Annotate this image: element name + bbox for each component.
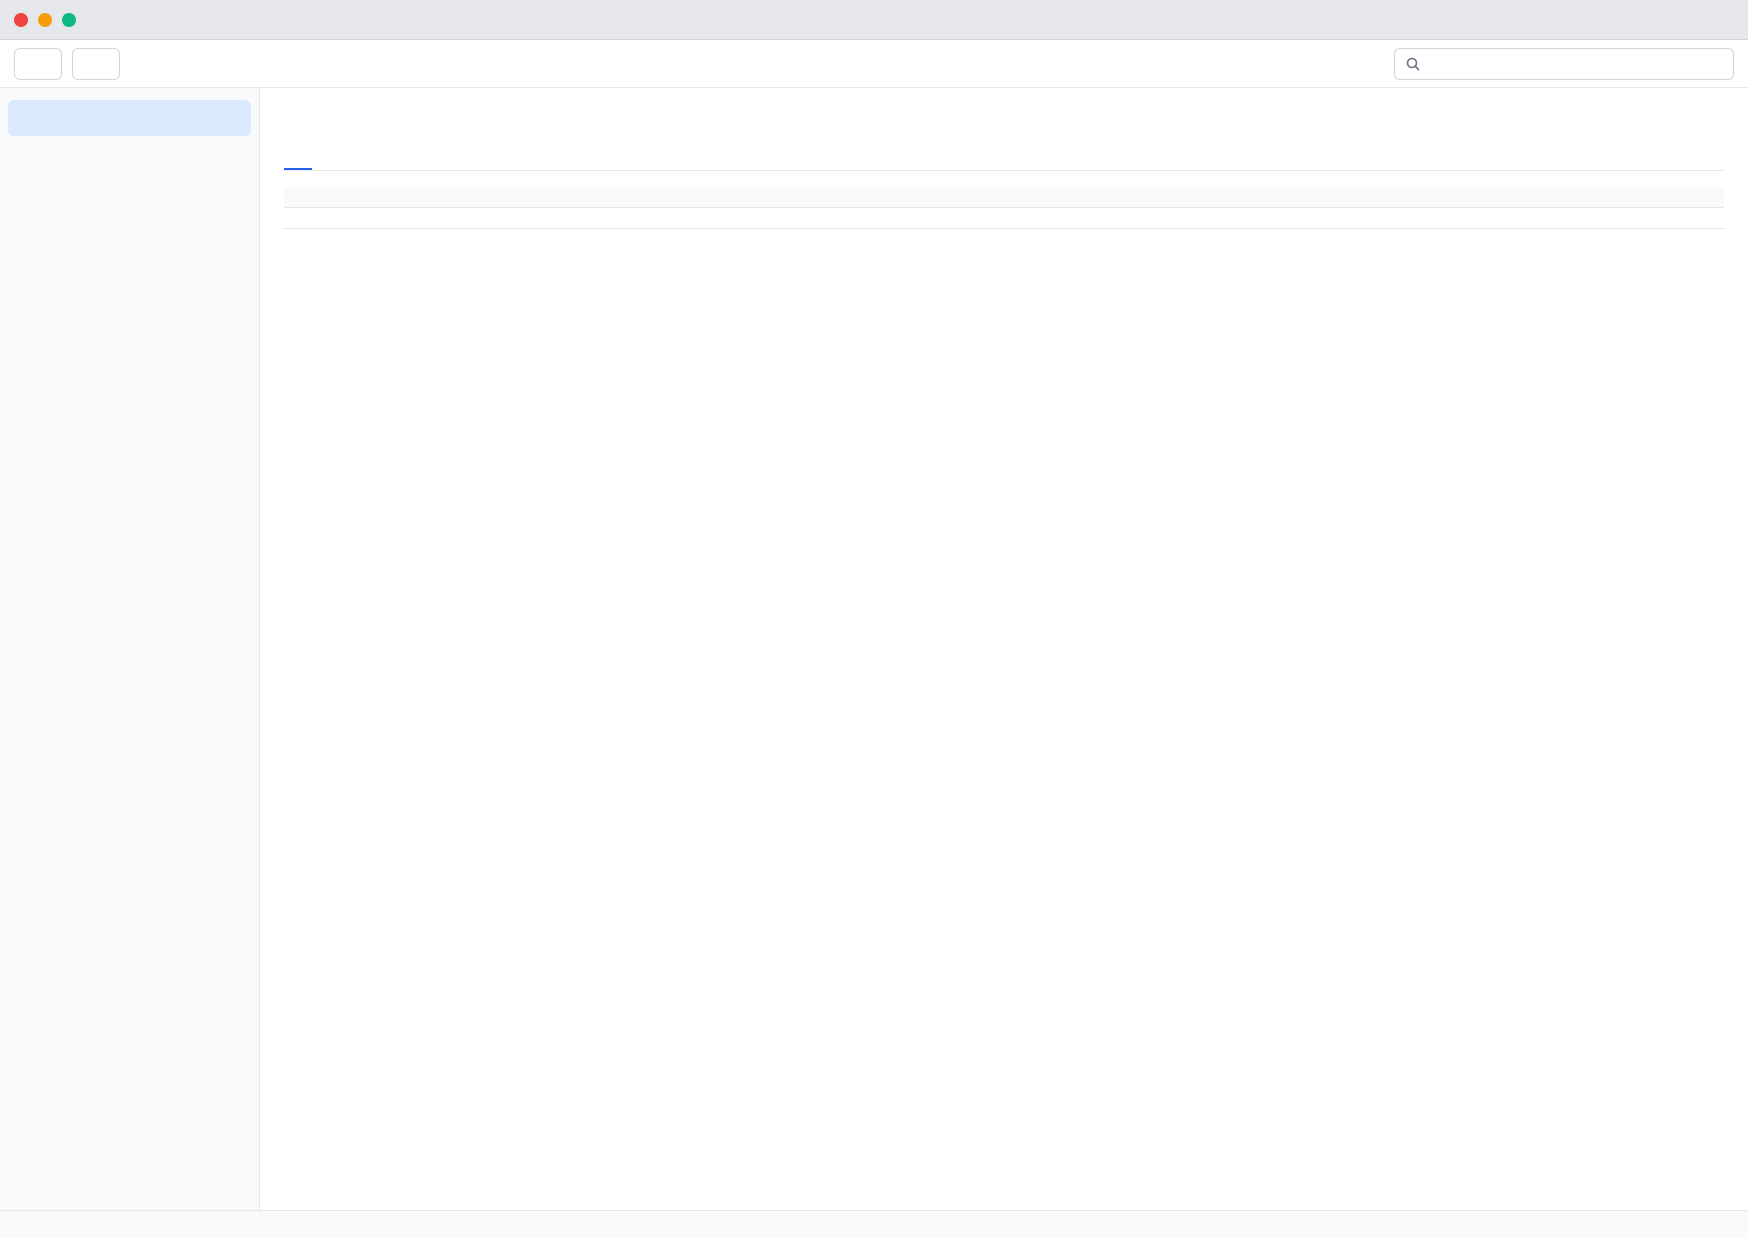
sidebar-item-1-icon	[18, 110, 34, 126]
sidebar	[0, 88, 260, 1210]
toolbar-button-2-icon	[85, 56, 101, 72]
data-table	[284, 187, 1724, 229]
search-box[interactable]	[1394, 47, 1734, 80]
toolbar	[0, 40, 1748, 88]
toolbar-button-1-icon	[27, 56, 43, 72]
page-title	[284, 108, 1724, 136]
table-cell	[764, 207, 1244, 229]
table-header-row	[284, 187, 1724, 208]
toolbar-button-1[interactable]	[14, 47, 62, 80]
column-header[interactable]	[1244, 187, 1724, 208]
table-row[interactable]	[284, 207, 1724, 229]
search-input[interactable]	[1429, 55, 1723, 72]
table-cell	[1244, 207, 1724, 229]
sidebar-item-1[interactable]	[8, 100, 251, 136]
title-bar	[0, 0, 1748, 40]
sidebar-item-3-icon	[18, 182, 34, 198]
maximize-window-button[interactable]	[62, 12, 76, 27]
tab-bar	[284, 152, 1724, 171]
minimize-window-button[interactable]	[38, 12, 52, 27]
sidebar-item-3[interactable]	[8, 172, 251, 208]
toolbar-button-2[interactable]	[72, 47, 120, 80]
column-header[interactable]	[764, 187, 1244, 208]
sidebar-item-2[interactable]	[8, 136, 251, 172]
close-window-button[interactable]	[14, 12, 28, 27]
search-icon	[1405, 56, 1421, 72]
table-cell	[284, 207, 764, 229]
column-header[interactable]	[284, 187, 764, 208]
status-bar	[0, 1210, 1748, 1238]
tab-1[interactable]	[284, 152, 312, 170]
tab-2[interactable]	[316, 152, 344, 170]
app-body	[0, 88, 1748, 1210]
main-content	[260, 88, 1748, 1210]
sidebar-item-2-icon	[18, 146, 34, 162]
